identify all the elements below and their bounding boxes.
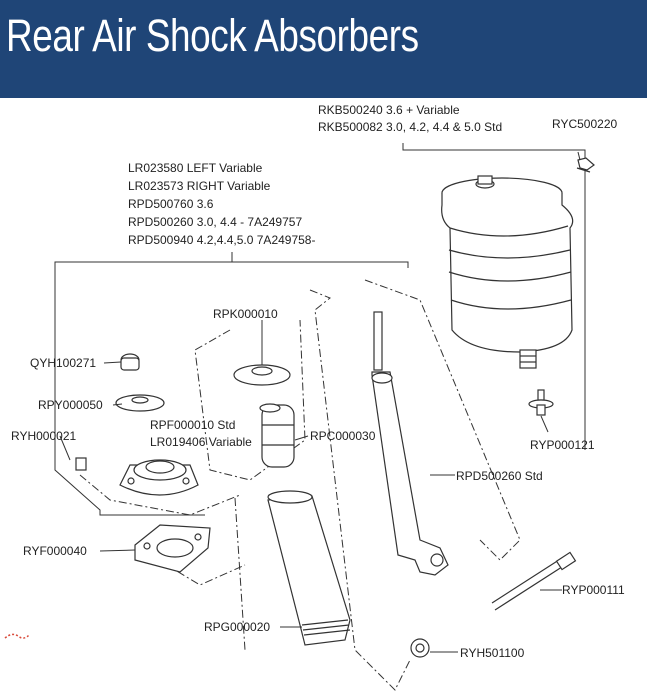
label-fitting: RYP000121 — [530, 438, 595, 452]
air-spring-drawing — [441, 157, 595, 416]
damper-line-5: RPD500940 4.2,4.4,5.0 7A249758- — [128, 233, 315, 247]
header-banner: Rear Air Shock Absorbers — [0, 0, 647, 98]
air-spring-line-2: RKB500082 3.0, 4.2, 4.4 & 5.0 Std — [318, 120, 502, 134]
label-rpd-std: RPD500260 Std — [456, 469, 543, 483]
damper-line-3: RPD500760 3.6 — [128, 197, 214, 211]
label-rpc: RPC000030 — [310, 429, 376, 443]
air-spring-label: RKB500240 3.6 + Variable RKB500082 3.0, … — [318, 103, 502, 134]
leader-lines — [59, 151, 581, 653]
label-ryh-left: RYH000021 — [11, 429, 76, 443]
page-title: Rear Air Shock Absorbers — [6, 10, 419, 61]
air-spring-line-1: RKB500240 3.6 + Variable — [318, 103, 460, 117]
label-ryf: RYF000040 — [23, 544, 87, 558]
label-ryh-bush: RYH501100 — [460, 646, 525, 660]
damper-line-4: RPD500260 3.0, 4.4 - 7A249757 — [128, 215, 302, 229]
red-scribble — [4, 633, 31, 639]
damper-line-1: LR023580 LEFT Variable — [128, 161, 263, 175]
label-rpg: RPG000020 — [204, 620, 270, 634]
label-rpk: RPK000010 — [213, 307, 278, 321]
damper-line-2: LR023573 RIGHT Variable — [128, 179, 271, 193]
damper-label: LR023580 LEFT Variable LR023573 RIGHT Va… — [128, 161, 315, 247]
label-valve: RYC500220 — [552, 117, 617, 131]
label-lr-var: LR019406 Variable — [150, 435, 252, 449]
label-ryp-bolt: RYP000111 — [562, 583, 625, 597]
label-rpy: RPY000050 — [38, 398, 103, 412]
parts-diagram: RKB500240 3.6 + Variable RKB500082 3.0, … — [4, 103, 625, 691]
label-qyh: QYH100271 — [30, 356, 96, 370]
label-rpf-std: RPF000010 Std — [150, 418, 235, 432]
mount-parts — [75, 311, 577, 658]
